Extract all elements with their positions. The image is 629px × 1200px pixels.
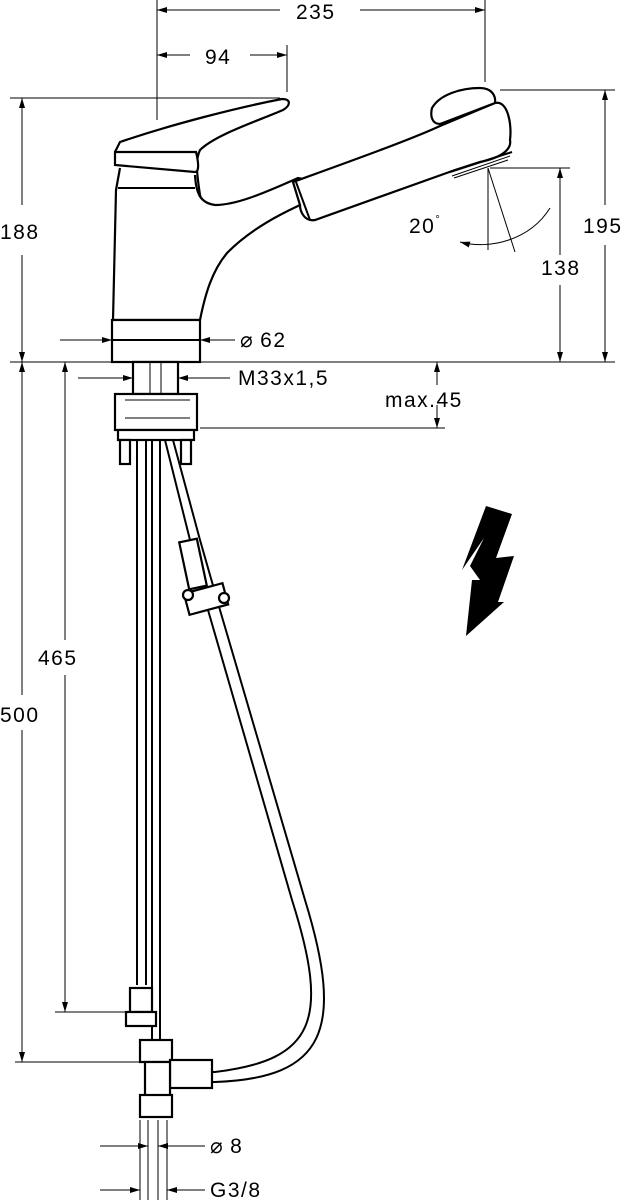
nozzle-lines (451, 155, 511, 179)
tee-fitting (138, 1038, 174, 1064)
mounting-nut (113, 392, 199, 432)
clamp-screw-right (217, 591, 231, 605)
dim-spray-angle: 20° (409, 214, 441, 238)
dim-pipe-diameter: ⌀8 (210, 1135, 243, 1158)
dim-hose-500: 500 (0, 704, 40, 727)
spout-pullout (291, 101, 512, 222)
spray-head-cap (430, 86, 497, 126)
mount-bolt-right (179, 438, 193, 466)
supply-lines (124, 439, 325, 1119)
hose-sleeve (177, 537, 209, 591)
spout-joint (295, 181, 311, 221)
dim-spout-height: 138 (541, 257, 581, 280)
pullout-hose (164, 439, 313, 1073)
fitting-left-nut (124, 1010, 158, 1028)
supply-pipe-left (136, 440, 147, 985)
threaded-shank (131, 360, 180, 396)
lever-base (113, 150, 200, 174)
hose-connector (168, 1058, 214, 1090)
dim-thread: M33x1,5 (238, 367, 329, 390)
fitting-left (128, 986, 154, 1014)
clamp-screw-left (181, 588, 195, 602)
faucet-body (110, 86, 513, 466)
dim-body-height: 188 (0, 221, 40, 244)
lightning-bolt-icon (462, 506, 514, 636)
dim-overall-height: 195 (583, 215, 623, 238)
dim-hose-465: 465 (38, 647, 78, 670)
dimension-lines (10, 0, 615, 1200)
dim-max-deck: max.45 (385, 389, 463, 412)
mount-bolt-left (118, 438, 132, 466)
dim-base-diameter: ⌀62 (240, 329, 287, 352)
dim-connection-thread: G3/8 (210, 1179, 262, 1200)
spray-head-nozzle (449, 151, 513, 173)
dim-lever-offset: 94 (205, 46, 231, 69)
supply-pipe-right (151, 440, 161, 1040)
dim-overall-width: 235 (296, 1, 336, 24)
mounting-plate (116, 428, 196, 442)
bottom-nut (138, 1093, 174, 1119)
